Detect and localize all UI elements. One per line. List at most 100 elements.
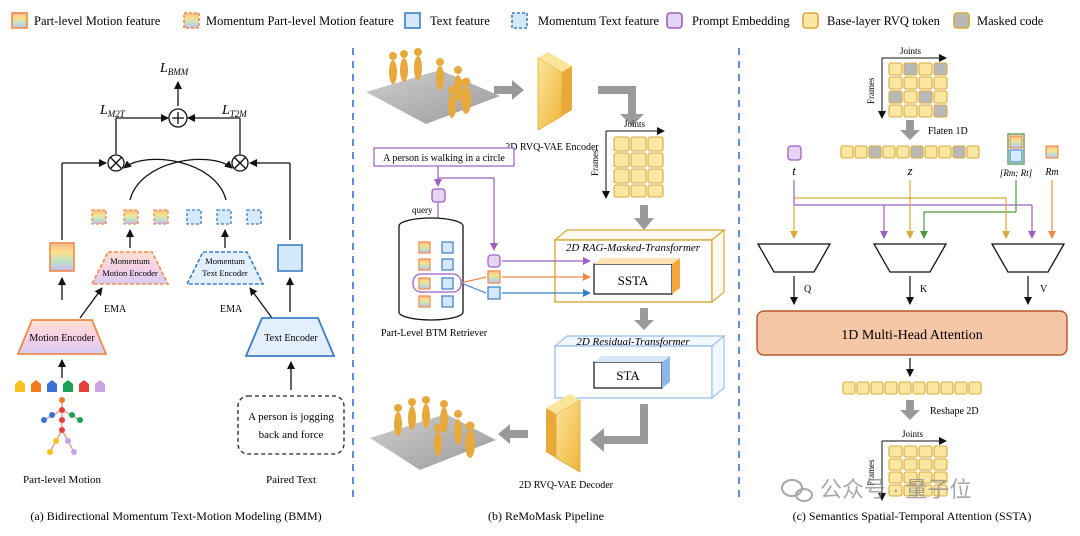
v-label: V bbox=[1040, 284, 1048, 295]
momentum-motion-encoder: Momentum Motion Encoder bbox=[90, 251, 170, 285]
base-rvq-swatch bbox=[802, 12, 819, 29]
skeleton-figure bbox=[41, 397, 83, 455]
ssta-frames-top: Frames bbox=[866, 77, 876, 104]
legend-label-momentum-text: Momentum Text feature bbox=[538, 14, 660, 28]
grid-frames-label: Frames bbox=[590, 149, 600, 176]
motion-encoder-label: Motion Encoder bbox=[29, 333, 95, 344]
decoder-label: 2D RVQ-VAE Decoder bbox=[519, 480, 614, 491]
rvq-vae-decoder bbox=[546, 394, 581, 473]
ema-label-right: EMA bbox=[220, 304, 243, 315]
watermark: 公众号 · 量子位 bbox=[781, 477, 972, 502]
momentum-text-swatch bbox=[511, 12, 528, 29]
momentum-text-encoder-label-1: Momentum bbox=[205, 256, 245, 266]
rm-feature bbox=[1045, 145, 1059, 159]
k-projector bbox=[872, 243, 948, 273]
panel-ssta: Joints Frames Flaten 1D z t bbox=[756, 46, 1068, 523]
ssta-frames-bottom: Frames bbox=[866, 459, 876, 486]
rm-rt-label: [Rm; Rt] bbox=[1000, 168, 1033, 178]
paired-text-line-2: back and force bbox=[259, 429, 324, 441]
query-label: query bbox=[412, 205, 433, 215]
legend-item-part-motion: Part-level Motion feature bbox=[11, 12, 161, 29]
legend: Part-level Motion feature Momentum Part-… bbox=[11, 12, 1044, 29]
prompt-text: A person is walking in a circle bbox=[383, 153, 505, 164]
output-token-row bbox=[842, 381, 982, 395]
ssta-joints-bottom: Joints bbox=[902, 429, 924, 439]
legend-item-text-feature: Text feature bbox=[404, 12, 490, 29]
motion-encoder: Motion Encoder bbox=[16, 319, 108, 355]
ssta-block bbox=[593, 263, 673, 295]
ssta-joints-top: Joints bbox=[900, 46, 922, 56]
loss-bmm-label: LBMM bbox=[159, 61, 189, 77]
token-grid-b bbox=[613, 136, 664, 198]
ema-label-left: EMA bbox=[104, 304, 127, 315]
encoder-label: 2D RVQ-VAE Encoder bbox=[505, 142, 599, 153]
output-token-grid bbox=[888, 445, 948, 497]
v-projector bbox=[990, 243, 1066, 273]
t-label: t bbox=[792, 163, 796, 178]
retrieved-text bbox=[487, 286, 501, 300]
attention-label: 1D Multi-Head Attention bbox=[841, 328, 983, 343]
reshape-label: Reshape 2D bbox=[930, 406, 979, 417]
panel-bmm: LBMM LM2T LT2M bbox=[15, 61, 345, 523]
query-embedding bbox=[431, 188, 446, 203]
text-feature-swatch bbox=[404, 12, 421, 29]
legend-item-masked-code: Masked code bbox=[953, 12, 1044, 29]
loss-m2t-label: LM2T bbox=[99, 103, 126, 119]
paired-text-line-1: A person is jogging bbox=[248, 411, 334, 423]
sta-block bbox=[593, 361, 663, 389]
rm-rt-stack bbox=[1007, 133, 1025, 165]
retrieved-prompt bbox=[487, 254, 501, 268]
sta-label: STA bbox=[616, 368, 640, 383]
watermark-text: 公众号 · 量子位 bbox=[820, 477, 972, 502]
text-encoder-label: Text Encoder bbox=[264, 333, 318, 344]
legend-item-prompt-embedding: Prompt Embedding bbox=[666, 12, 790, 29]
momentum-part-motion-swatch bbox=[183, 12, 200, 29]
k-label: K bbox=[920, 284, 928, 295]
momentum-motion-features bbox=[91, 209, 169, 225]
rm-label: Rm bbox=[1044, 167, 1058, 178]
retrieved-motion bbox=[487, 270, 501, 284]
caption-pipeline: (b) ReMoMask Pipeline bbox=[488, 509, 604, 523]
legend-item-momentum-text: Momentum Text feature bbox=[511, 12, 660, 29]
retriever-label: Part-Level BTM Retriever bbox=[381, 328, 488, 339]
caption-ssta: (c) Semantics Spatial-Temporal Attention… bbox=[793, 509, 1032, 523]
part-motion-swatch bbox=[11, 12, 28, 29]
legend-label-momentum-part-motion: Momentum Part-level Motion feature bbox=[206, 14, 394, 28]
prompt-embedding-swatch bbox=[666, 12, 683, 29]
motion-scene-output bbox=[370, 396, 496, 470]
legend-item-base-rvq: Base-layer RVQ token bbox=[802, 12, 941, 29]
panel-pipeline: 2D RVQ-VAE Encoder Joints Frames A perso… bbox=[366, 48, 726, 523]
wechat-icon bbox=[781, 479, 803, 497]
paired-text-label: Paired Text bbox=[266, 474, 316, 486]
part-level-motion-label: Part-level Motion bbox=[23, 474, 101, 486]
t-embedding bbox=[787, 145, 802, 161]
ssta-label: SSTA bbox=[618, 273, 649, 288]
legend-label-base-rvq: Base-layer RVQ token bbox=[827, 14, 941, 28]
retriever-database bbox=[398, 217, 464, 321]
residual-transformer: 2D Residual-Transformer STA bbox=[553, 334, 726, 400]
momentum-text-features bbox=[186, 209, 262, 225]
q-projector bbox=[756, 243, 832, 273]
product-node-right bbox=[231, 154, 249, 172]
caption-bmm: (a) Bidirectional Momentum Text-Motion M… bbox=[30, 509, 321, 523]
rag-masked-transformer: 2D RAG-Masked-Transformer SSTA bbox=[553, 228, 726, 304]
residual-transformer-label: 2D Residual-Transformer bbox=[576, 336, 690, 348]
flattened-token-row bbox=[840, 145, 980, 159]
legend-item-momentum-part-motion: Momentum Part-level Motion feature bbox=[183, 12, 394, 29]
flatten-label: Flaten 1D bbox=[928, 126, 968, 137]
legend-label-part-motion: Part-level Motion feature bbox=[34, 14, 161, 28]
text-encoder: Text Encoder bbox=[244, 317, 336, 357]
legend-label-masked-code: Masked code bbox=[977, 14, 1044, 28]
prompt-box: A person is walking in a circle bbox=[373, 147, 515, 167]
loss-t2m-label: LT2M bbox=[221, 103, 247, 119]
masked-code-swatch bbox=[953, 12, 970, 29]
grid-joints-label: Joints bbox=[624, 119, 646, 129]
legend-label-prompt-embedding: Prompt Embedding bbox=[692, 14, 790, 28]
paired-text-box: A person is jogging back and force bbox=[237, 395, 345, 455]
legend-label-text-feature: Text feature bbox=[430, 14, 490, 28]
rag-transformer-label: 2D RAG-Masked-Transformer bbox=[566, 242, 701, 254]
momentum-motion-encoder-label-1: Momentum bbox=[110, 256, 150, 266]
text-feature-block bbox=[277, 244, 303, 272]
motion-scene-input bbox=[366, 48, 500, 124]
